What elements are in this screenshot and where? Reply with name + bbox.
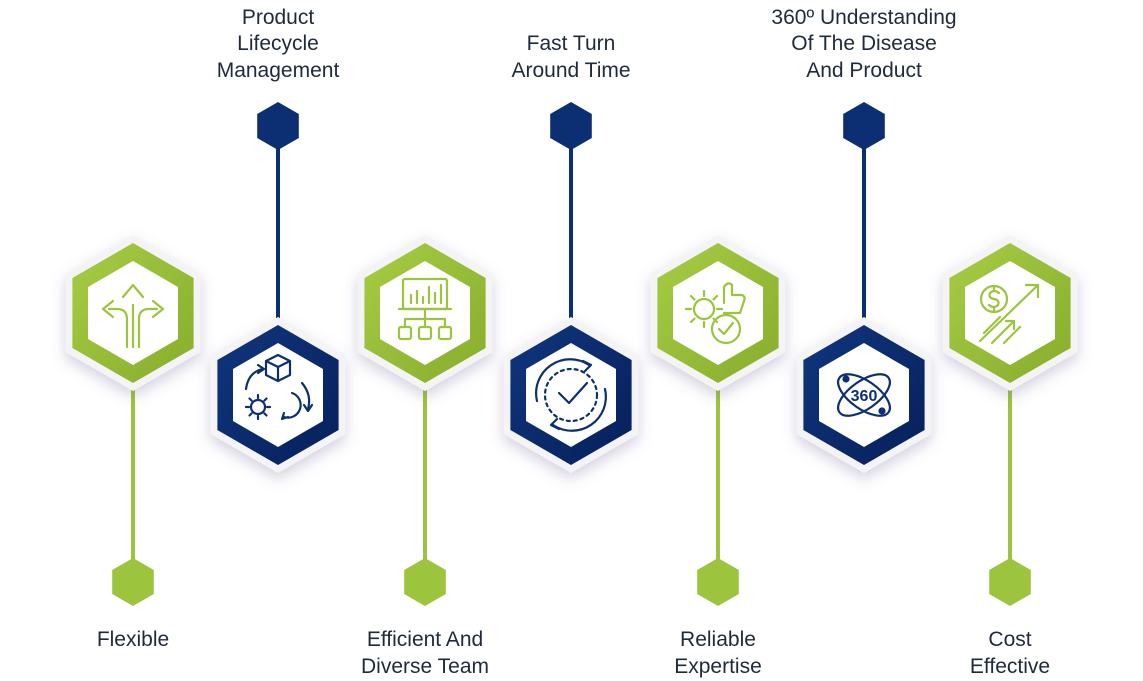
orbit-360-icon: 360 — [837, 373, 891, 417]
bottom-label-line: Reliable — [680, 628, 756, 651]
connector-hexagon-fast-turn-around — [550, 102, 592, 150]
bottom-label-line: Efficient And — [366, 628, 484, 651]
box-cycle-gear-icon — [244, 353, 314, 421]
clock-cycle-icon — [535, 358, 607, 432]
gear-thumbsup-check-icon — [684, 282, 746, 345]
hexagon-product-lifecycle — [210, 317, 346, 473]
bottom-label-line: Expertise — [674, 654, 762, 678]
connector-hexagon-360-understanding — [843, 102, 885, 150]
top-label-line: And Product — [806, 58, 922, 82]
top-label-line: Product — [241, 5, 315, 29]
top-label-line: Fast Turn — [526, 32, 616, 55]
chart-hierarchy-icon — [397, 277, 453, 341]
connector-hexagon-flexible — [112, 558, 154, 606]
hexagon-inner-360-understanding — [819, 343, 909, 447]
bottom-label-line: Cost — [988, 628, 1032, 651]
top-label-line: Management — [216, 58, 340, 82]
bottom-label-flexible: Flexible — [3, 627, 263, 654]
connector-hexagon-efficient-team — [404, 558, 446, 606]
hexagon-fast-turn-around — [503, 317, 639, 473]
hexagon-reliable-expertise — [650, 235, 786, 391]
connector-hexagon-cost-effective — [989, 558, 1031, 606]
dollar-growth-arrows-icon — [978, 283, 1040, 345]
top-label-line: Of The Disease — [791, 32, 937, 55]
branching-arrows-icon — [101, 283, 165, 349]
hexagon-360-understanding — [796, 317, 932, 473]
bottom-label-line: Flexible — [96, 628, 170, 651]
bottom-label-line: Diverse Team — [361, 654, 489, 678]
hexagon-inner-product-lifecycle — [233, 343, 323, 447]
orbit-360-text: 360 — [851, 388, 878, 405]
bottom-label-line: Effective — [969, 654, 1051, 678]
hexagon-inner-reliable-expertise — [673, 261, 763, 365]
connector-hexagon-reliable-expertise — [697, 558, 739, 606]
top-label-line: Lifecycle — [237, 32, 319, 55]
hexagon-icons: 360 — [101, 277, 1040, 432]
top-label-line: Around Time — [511, 58, 631, 82]
hexagon-inner-fast-turn-around — [526, 343, 616, 447]
top-label-line: 360º Understanding — [771, 5, 957, 29]
connector-hexagon-product-lifecycle — [257, 102, 299, 150]
